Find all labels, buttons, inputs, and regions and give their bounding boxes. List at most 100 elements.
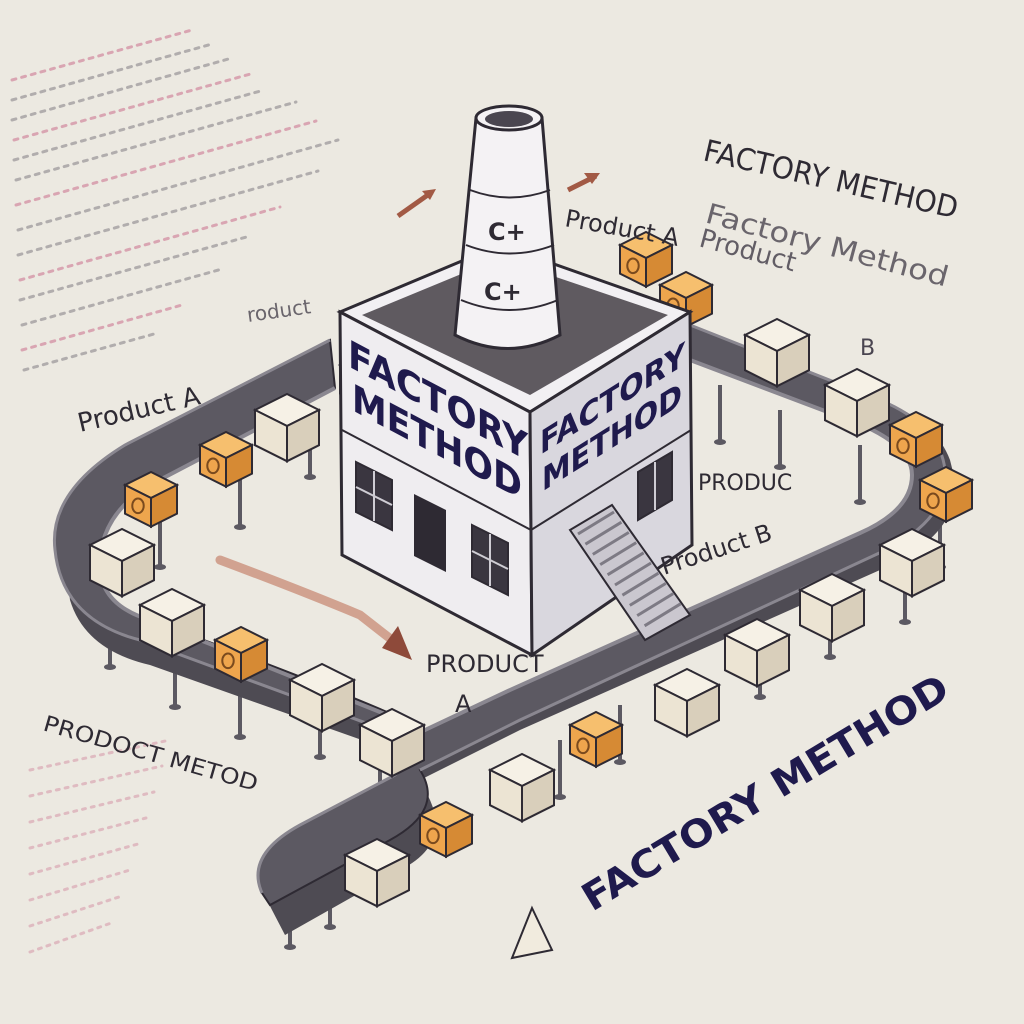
conveyor-rail-outer bbox=[52, 338, 410, 894]
product-box-orange bbox=[122, 470, 180, 529]
code-scribble-line bbox=[20, 267, 224, 327]
conveyor-leg-foot bbox=[614, 759, 626, 765]
product-box-cream bbox=[722, 617, 792, 688]
label-produc-right: PRODUC bbox=[698, 471, 792, 496]
arrow-bottom bbox=[510, 905, 554, 960]
factory-side-window bbox=[637, 450, 673, 522]
code-scribble-line bbox=[14, 100, 298, 182]
code-scribble-line bbox=[28, 920, 116, 954]
arrow-top-left bbox=[396, 189, 436, 219]
code-scribble-line bbox=[16, 138, 340, 232]
code-scribble-line bbox=[12, 71, 256, 142]
code-scribble-line bbox=[18, 205, 282, 282]
product-box-orange bbox=[917, 465, 975, 524]
label-product-a-left-fragment: roduct bbox=[245, 294, 312, 327]
product-box-orange bbox=[887, 410, 945, 469]
product-box-cream bbox=[487, 752, 557, 823]
code-scribble-line bbox=[18, 234, 252, 302]
coin-icon bbox=[206, 457, 220, 475]
product-box-cream bbox=[652, 667, 722, 738]
conveyor-leg-foot bbox=[554, 794, 566, 800]
chute-step bbox=[577, 510, 615, 536]
conveyor-leg-foot bbox=[284, 944, 296, 950]
conveyor-leg-foot bbox=[234, 524, 246, 530]
coin-icon bbox=[131, 497, 145, 515]
conveyor-leg-foot bbox=[714, 439, 726, 445]
code-text-decoration bbox=[10, 28, 340, 954]
conveyor-leg-foot bbox=[314, 754, 326, 760]
coin-icon bbox=[221, 652, 235, 670]
chute-step bbox=[614, 561, 652, 587]
code-scribble-line bbox=[28, 894, 124, 928]
product-box-orange bbox=[212, 625, 270, 684]
product-box-orange bbox=[197, 430, 255, 489]
chimney-mark-1: C+ bbox=[488, 218, 526, 246]
code-scribble-line bbox=[20, 303, 184, 352]
coin-icon bbox=[426, 827, 440, 845]
code-scribble-line bbox=[12, 88, 266, 162]
conveyor-leg-foot bbox=[754, 694, 766, 700]
code-scribble-line bbox=[10, 28, 194, 82]
conveyor-leg-foot bbox=[154, 564, 166, 570]
product-box-orange bbox=[567, 710, 625, 769]
product-box-orange bbox=[417, 800, 475, 859]
coin-icon bbox=[626, 257, 640, 275]
chute-step bbox=[606, 551, 645, 577]
product-box-cream bbox=[822, 367, 892, 438]
code-scribble-line bbox=[22, 332, 156, 372]
chute-step bbox=[643, 602, 682, 628]
code-scribble-line bbox=[10, 56, 234, 122]
arrow-center bbox=[215, 555, 412, 660]
product-boxes bbox=[87, 230, 975, 908]
product-box-cream bbox=[797, 572, 867, 643]
conveyor-leg-foot bbox=[234, 734, 246, 740]
chute-step bbox=[599, 541, 637, 566]
chute-step bbox=[629, 582, 667, 607]
product-box-cream bbox=[137, 587, 207, 658]
arrow-top-center bbox=[566, 173, 600, 193]
conveyor-leg-foot bbox=[854, 499, 866, 505]
conveyor-leg-foot bbox=[304, 474, 316, 480]
conveyor-leg-foot bbox=[169, 704, 181, 710]
chute-step bbox=[621, 571, 660, 597]
code-scribble-line bbox=[28, 738, 172, 772]
label-product-a-center: PRODUCT bbox=[426, 650, 544, 678]
label-prodoct-metod: PRODOCT METOD bbox=[40, 712, 260, 797]
product-box-cream bbox=[287, 662, 357, 733]
chute-step bbox=[584, 520, 623, 546]
label-factory-method-bottom: FACTORY METHOD bbox=[574, 666, 957, 920]
chute-step bbox=[636, 592, 674, 617]
code-scribble-line bbox=[28, 842, 140, 876]
code-scribble-line bbox=[28, 790, 156, 824]
code-scribble-line bbox=[10, 42, 214, 102]
conveyor-leg-foot bbox=[104, 664, 116, 670]
factory-door bbox=[414, 494, 446, 572]
arrows bbox=[215, 173, 600, 960]
conveyor-leg-foot bbox=[774, 464, 786, 470]
code-scribble-line bbox=[28, 764, 164, 798]
label-product-b-top-b: B bbox=[860, 336, 875, 361]
factory-window-left bbox=[355, 460, 393, 532]
code-scribble-line bbox=[28, 816, 148, 850]
product-box-cream bbox=[357, 707, 427, 778]
product-box-orange bbox=[617, 230, 675, 289]
code-scribble-line bbox=[16, 169, 320, 257]
label-product-a-center-letter: A bbox=[455, 690, 472, 718]
coin-icon bbox=[926, 492, 940, 510]
chute-step bbox=[592, 531, 630, 556]
factory-chute bbox=[568, 503, 692, 642]
product-box-cream bbox=[877, 527, 947, 598]
code-scribble-line bbox=[28, 868, 132, 902]
chimney-mark-2: C+ bbox=[484, 278, 522, 306]
factory-chimney: C+ C+ bbox=[453, 104, 562, 350]
conveyor-leg-foot bbox=[324, 924, 336, 930]
product-box-cream bbox=[342, 837, 412, 908]
factory-window-right bbox=[471, 523, 509, 597]
product-box-cream bbox=[742, 317, 812, 388]
conveyor-leg-foot bbox=[824, 654, 836, 660]
coin-icon bbox=[576, 737, 590, 755]
product-box-cream bbox=[252, 392, 322, 463]
code-scribble-line bbox=[14, 119, 318, 207]
